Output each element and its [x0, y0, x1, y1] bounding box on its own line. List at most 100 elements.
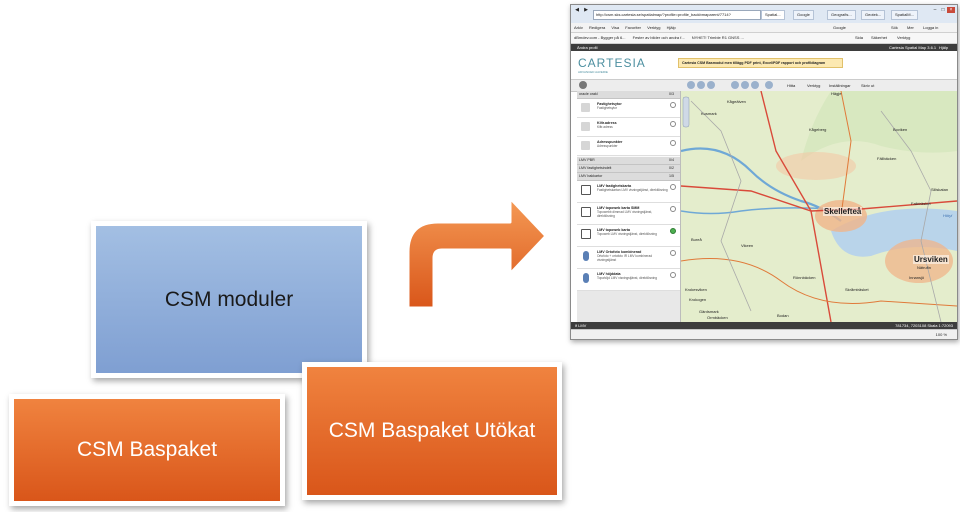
maximize-icon[interactable]: □ [941, 7, 945, 13]
menu-hjalp[interactable]: Hjälp [666, 25, 676, 30]
app-header-bar: Ändra profil Cartesia Spatial Map 3.6.1 … [571, 44, 957, 51]
print-icon[interactable] [765, 81, 773, 89]
layer-group[interactable]: LMV fastighetsindelt 0/2 [577, 165, 680, 173]
layer-toggle[interactable] [670, 184, 676, 190]
layer-item[interactable]: LMV höjddata Topahöjd LMV visningstjänst… [577, 269, 680, 291]
layer-toggle[interactable] [670, 206, 676, 212]
layer-item[interactable]: LMV topoweb karta SMM Topowebb dimmad LM… [577, 203, 680, 225]
map-label: Ormbäcken [707, 315, 728, 320]
tab-geotek[interactable]: Geotek... [861, 10, 886, 20]
layer-toggle[interactable] [670, 140, 676, 146]
csm-baspaket-box: CSM Baspaket [9, 394, 285, 506]
pan-icon[interactable] [741, 81, 749, 89]
login-button[interactable]: Logga in [923, 25, 939, 30]
coordinate-readout: 781734, 7203108 Skala 1:72093 [895, 323, 953, 328]
layer-item[interactable]: LMV Ortofoto kombinerad Ortofoto + ortof… [577, 247, 680, 269]
favorite-1[interactable]: dBmdev.com - Bygger på 6... [574, 35, 626, 40]
map-label: Hägje [831, 91, 842, 96]
browser-address-bar: ◀ ▶ http://csm.sks.cartesia.se/spatialma… [571, 5, 957, 24]
layer-item[interactable]: Adresspunkter Adresspunkter [577, 137, 680, 156]
more-button[interactable]: Mer [907, 25, 914, 30]
layer-thumbnail-icon [581, 122, 590, 131]
info-icon[interactable] [751, 81, 759, 89]
profile-menu[interactable]: Ändra profil [577, 45, 598, 50]
home-icon[interactable] [707, 81, 715, 89]
house-icon [581, 185, 591, 195]
layer-toggle[interactable] [670, 121, 676, 127]
city-label: Ursviken [913, 255, 949, 264]
csm-baspaket-utokat-label: CSM Baspaket Utökat [328, 419, 536, 442]
settings-button[interactable]: Inställningar [829, 83, 851, 88]
layer-description: Fastighetsytor [597, 106, 618, 110]
layer-group[interactable]: oracle orakl 0/3 [577, 91, 680, 99]
layer-toggle[interactable] [670, 228, 676, 234]
layer-item[interactable]: LMV fastighetskarta Fastighetskartan LMV… [577, 181, 680, 203]
map-label: Krokogen [689, 297, 707, 302]
minimize-icon[interactable]: – [933, 7, 937, 13]
menu-redigera[interactable]: Redigera [589, 25, 606, 30]
tab-spatial[interactable]: Spatial... [761, 10, 785, 20]
map-label: Kågeälven [727, 99, 746, 104]
gear-icon[interactable] [579, 81, 587, 89]
menu-favoriter[interactable]: Favoriter [625, 25, 641, 30]
help-link[interactable]: Hjälp [939, 45, 949, 50]
layer-title: LMV topoweb karta [597, 228, 630, 232]
close-icon[interactable]: × [947, 7, 955, 13]
app-version: Cartesia Spatial Map 3.6.1 [889, 45, 937, 50]
house-icon [581, 229, 591, 239]
layer-title: LMV Ortofoto kombinerad [597, 250, 642, 254]
map-view[interactable]: Kågeälven Kusmark Kågeberg Boviken Fällb… [681, 91, 957, 322]
search-engine-label[interactable]: Google [833, 25, 846, 30]
back-icon[interactable]: ◀ [575, 7, 579, 13]
forward-icon[interactable]: ▶ [584, 7, 588, 13]
layer-item[interactable]: LMV topoweb karta Topoweb LMV visningstj… [577, 225, 680, 247]
zoom-in-icon[interactable] [697, 81, 705, 89]
map-label: Boviken [893, 127, 908, 132]
url-input[interactable]: http://csm.sks.cartesia.se/spatialmap/?p… [593, 10, 761, 20]
search-button[interactable]: Sök [891, 25, 898, 30]
favorite-3[interactable]: NYHET! Trimble R1 GNSS ... [691, 35, 744, 40]
layer-item[interactable]: Kiltr.adress Kiltr.adress [577, 118, 680, 137]
layer-title: LMV fastighetskarta [597, 184, 632, 188]
layer-group-count: 0/3 [669, 92, 674, 96]
security-menu[interactable]: Säkerhet [871, 35, 888, 40]
tab-geografis[interactable]: Geografis... [827, 10, 856, 20]
tab-google[interactable]: Google [793, 10, 814, 20]
tools-menu[interactable]: Verktyg [897, 35, 911, 40]
layer-description: Ortofoto + ortofoto IR LMV kombinerad vi… [597, 254, 653, 262]
find-button[interactable]: Hitta [787, 83, 796, 88]
print-button[interactable]: Skriv ut [861, 83, 875, 88]
map-label: Vikeen [741, 243, 754, 248]
layer-description: Kiltr.adress [597, 125, 613, 129]
layer-toggle[interactable] [670, 272, 676, 278]
layer-title: LMV topoweb karta SMM [597, 206, 640, 210]
map-label: Rönnbäcken [793, 275, 816, 280]
layer-toggle[interactable] [670, 102, 676, 108]
app-screenshot: ◀ ▶ http://csm.sks.cartesia.se/spatialma… [570, 4, 958, 340]
layer-item[interactable]: Fastighetsytor Fastighetsytor [577, 99, 680, 118]
map-label: Kågeberg [809, 127, 827, 132]
water-label: Hötyl [943, 213, 953, 218]
csm-baspaket-label: CSM Baspaket [76, 438, 218, 461]
brand-bar: CARTESIA ADVANCED AAVERIE Cartesia CSM B… [571, 51, 957, 80]
zoom-level[interactable]: 100 % [935, 332, 947, 337]
menu-arkiv[interactable]: Arkiv [574, 25, 583, 30]
csm-baspaket-utokat-box: CSM Baspaket Utökat [302, 362, 562, 500]
layer-group-label: LMV fastighetsindelt [579, 166, 612, 170]
layer-group-label: LMV PBR [579, 158, 595, 162]
cartesia-logo-sub: ADVANCED AAVERIE [578, 70, 608, 74]
layer-group[interactable]: LMV PBR 0/4 [577, 157, 680, 165]
csm-moduler-box: CSM moduler [91, 221, 367, 378]
layer-group[interactable]: LMV bakkartor 1/5 [577, 173, 680, 181]
favorite-2[interactable]: Fester av bilder och andra f... [632, 35, 685, 40]
tab-spatialm[interactable]: SpatialM... [891, 10, 918, 20]
map-label: Sillskatan [931, 187, 949, 192]
zoom-out-icon[interactable] [687, 81, 695, 89]
measure-icon[interactable] [731, 81, 739, 89]
menu-visa[interactable]: Visa [611, 25, 620, 30]
tools-button[interactable]: Verktyg [807, 83, 821, 88]
layer-description: Topoweb LMV visningstjänst, direktlösnin… [597, 232, 657, 236]
layer-toggle[interactable] [670, 250, 676, 256]
menu-verktyg[interactable]: Verktyg [647, 25, 661, 30]
page-menu[interactable]: Sida [855, 35, 864, 40]
